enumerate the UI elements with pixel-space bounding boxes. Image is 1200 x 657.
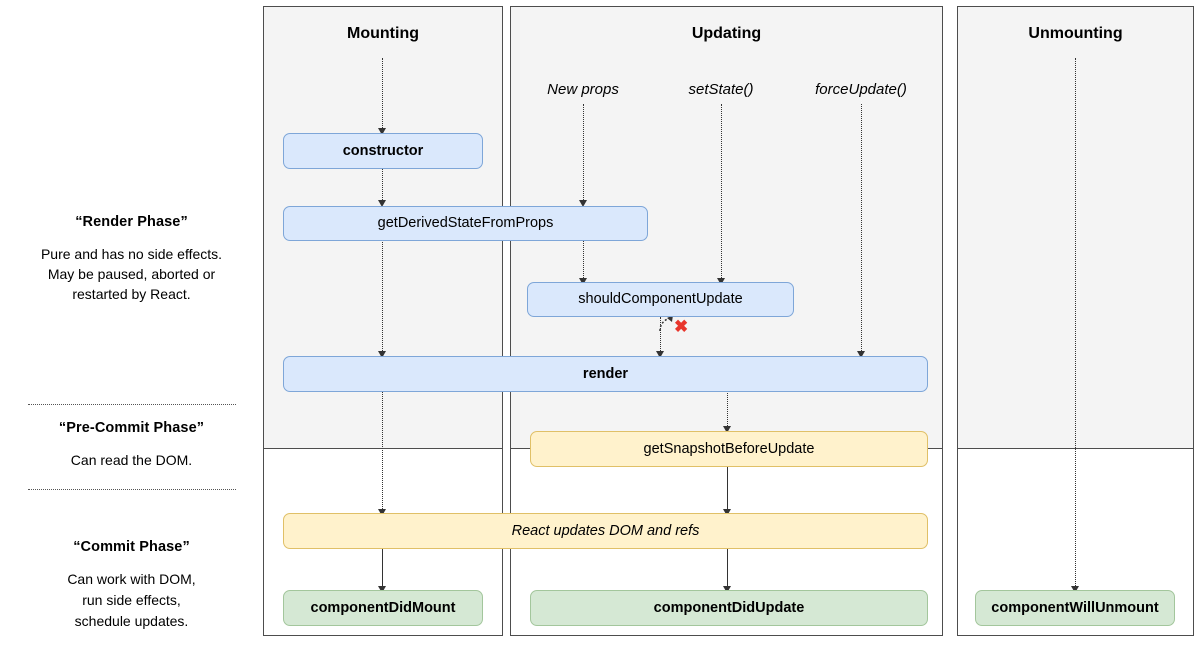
trigger-set-state: setState() bbox=[688, 81, 754, 98]
arrow-line-render-to-snapshot bbox=[727, 391, 728, 428]
arrowhead-render-to-dom-update-mounting bbox=[378, 509, 386, 516]
arrowhead-dom-update-to-did-update bbox=[723, 586, 731, 593]
arrowhead-mounting-to-constructor bbox=[378, 128, 386, 135]
arrow-line-force-update-to-render bbox=[861, 104, 862, 353]
legend-commit-phase-body: Can work with DOM, run side effects, sch… bbox=[0, 569, 263, 632]
column-title-mounting: Mounting bbox=[347, 25, 419, 42]
trigger-force-update: forceUpdate() bbox=[815, 81, 907, 98]
arrowhead-snapshot-to-dom-update bbox=[723, 509, 731, 516]
arrow-line-scu-to-render bbox=[660, 317, 661, 353]
node-constructor[interactable]: constructor bbox=[283, 133, 483, 169]
node-component-did-mount[interactable]: componentDidMount bbox=[283, 590, 483, 626]
arrow-line-dom-update-to-did-mount bbox=[382, 548, 383, 588]
legend-pre-commit-phase-body: Can read the DOM. bbox=[0, 450, 263, 470]
node-component-did-update[interactable]: componentDidUpdate bbox=[530, 590, 928, 626]
phase-legend: “Render Phase” Pure and has no side effe… bbox=[0, 0, 263, 657]
column-title-unmounting: Unmounting bbox=[1028, 25, 1123, 42]
node-get-snapshot-before-update[interactable]: getSnapshotBeforeUpdate bbox=[530, 431, 928, 467]
legend-render-phase-body: Pure and has no side effects. May be pau… bbox=[0, 244, 263, 304]
abort-x-icon: ✖ bbox=[674, 317, 689, 336]
column-title-updating: Updating bbox=[691, 25, 762, 42]
arrowhead-gdsfp-to-scu bbox=[579, 278, 587, 285]
arrow-line-gdsfp-to-scu bbox=[583, 240, 584, 280]
legend-commit-phase-title: “Commit Phase” bbox=[73, 539, 190, 555]
legend-commit-phase-line-1: Can work with DOM, bbox=[67, 571, 196, 587]
legend-render-phase-line-1: Pure and has no side effects. bbox=[40, 246, 223, 262]
arrow-line-dom-update-to-did-update bbox=[727, 548, 728, 588]
trigger-new-props: New props bbox=[547, 81, 619, 98]
mounting-phase-divider bbox=[263, 448, 503, 449]
arrowhead-dom-update-to-did-mount bbox=[378, 586, 386, 593]
node-render[interactable]: render bbox=[283, 356, 928, 392]
legend-divider-top bbox=[28, 404, 236, 405]
arrow-line-render-to-dom-update-mounting bbox=[382, 391, 383, 511]
arrow-line-mounting-to-constructor bbox=[382, 58, 383, 130]
arrow-line-snapshot-to-dom-update bbox=[727, 466, 728, 511]
legend-pre-commit-phase-title: “Pre-Commit Phase” bbox=[58, 420, 205, 436]
legend-divider-bottom bbox=[28, 489, 236, 490]
legend-render-phase-line-2: May be paused, aborted or bbox=[47, 266, 216, 282]
legend-render-phase-title: “Render Phase” bbox=[75, 214, 188, 230]
arrow-line-unmounting-to-will-unmount bbox=[1075, 58, 1076, 590]
legend-commit-phase: “Commit Phase” Can work with DOM, run si… bbox=[0, 539, 263, 632]
arrow-line-new-props-to-gdsfp bbox=[583, 104, 584, 202]
node-react-updates-dom-and-refs[interactable]: React updates DOM and refs bbox=[283, 513, 928, 549]
legend-render-phase-line-3: restarted by React. bbox=[72, 286, 191, 302]
node-should-component-update[interactable]: shouldComponentUpdate bbox=[527, 282, 794, 317]
arrowhead-scu-to-render bbox=[656, 351, 664, 358]
arrowhead-set-state-to-scu bbox=[717, 278, 725, 285]
arrowhead-unmounting-to-will-unmount bbox=[1071, 586, 1079, 593]
legend-render-phase: “Render Phase” Pure and has no side effe… bbox=[0, 214, 263, 304]
arrow-line-constructor-to-gdsfp bbox=[382, 169, 383, 202]
legend-commit-phase-line-2: run side effects, bbox=[82, 592, 181, 608]
legend-pre-commit-phase-line-1: Can read the DOM. bbox=[70, 452, 193, 468]
node-component-will-unmount[interactable]: componentWillUnmount bbox=[975, 590, 1175, 626]
arrowhead-force-update-to-render bbox=[857, 351, 865, 358]
legend-pre-commit-phase: “Pre-Commit Phase” Can read the DOM. bbox=[0, 420, 263, 470]
arrowhead-gdsfp-to-render bbox=[378, 351, 386, 358]
node-get-derived-state-from-props[interactable]: getDerivedStateFromProps bbox=[283, 206, 648, 241]
legend-commit-phase-line-3: schedule updates. bbox=[74, 613, 189, 629]
arrow-line-gdsfp-to-render bbox=[382, 240, 383, 353]
arrowhead-new-props-to-gdsfp bbox=[579, 200, 587, 207]
arrowhead-render-to-snapshot bbox=[723, 426, 731, 433]
arrow-line-set-state-to-scu bbox=[721, 104, 722, 280]
arrowhead-constructor-to-gdsfp bbox=[378, 200, 386, 207]
